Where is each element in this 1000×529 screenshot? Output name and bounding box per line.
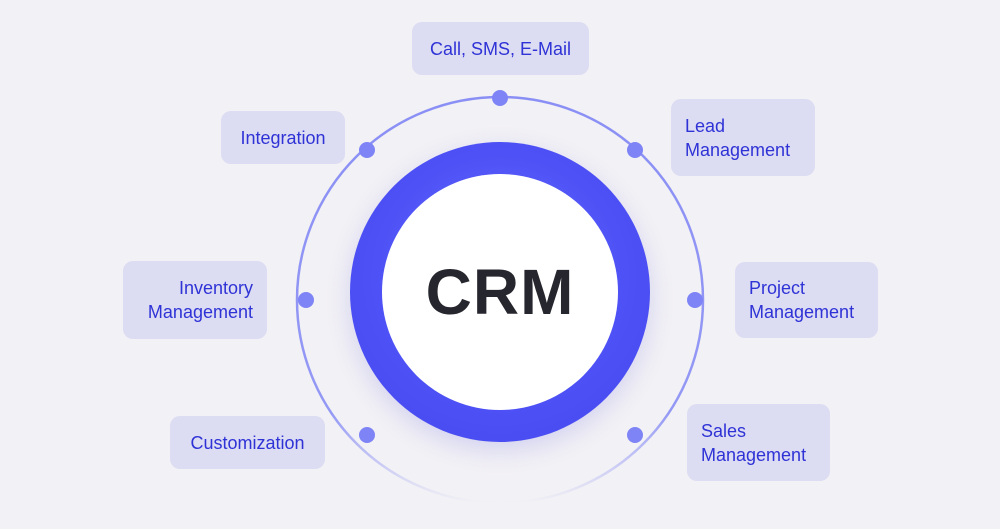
crm-title: CRM	[425, 256, 575, 328]
feature-project-management: Project Management	[735, 262, 878, 338]
node-integration	[359, 142, 375, 158]
feature-call-sms-email-label: Call, SMS, E-Mail	[429, 38, 572, 59]
node-project	[687, 292, 703, 308]
node-customization	[359, 427, 375, 443]
feature-sales-management-label: Sales Management	[701, 420, 807, 465]
feature-customization: Customization	[170, 416, 325, 469]
feature-lead-management-label: Lead Management	[685, 115, 791, 160]
node-call	[492, 90, 508, 106]
feature-integration-label: Integration	[240, 127, 326, 148]
feature-call-sms-email: Call, SMS, E-Mail	[412, 22, 589, 75]
feature-integration: Integration	[221, 111, 345, 164]
feature-project-management-label: Project Management	[749, 278, 855, 322]
node-sales	[627, 427, 643, 443]
node-lead	[627, 142, 643, 158]
crm-hub: CRM	[382, 174, 618, 410]
feature-sales-management: Sales Management	[687, 404, 830, 481]
feature-lead-management: Lead Management	[671, 99, 815, 176]
feature-inventory-management-label: Inventory Management	[147, 278, 253, 322]
feature-customization-label: Customization	[190, 432, 305, 453]
node-inventory	[298, 292, 314, 308]
feature-inventory-management: Inventory Management	[123, 261, 267, 339]
